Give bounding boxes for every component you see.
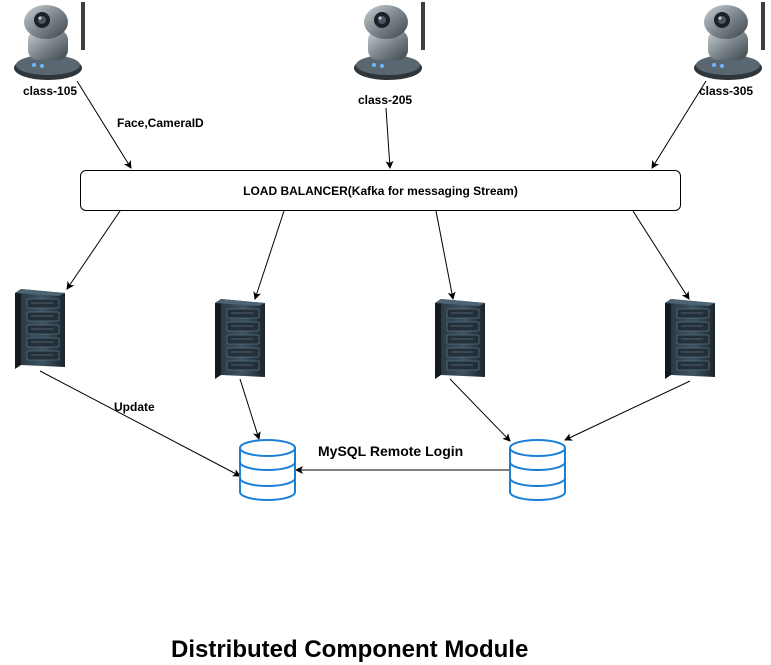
edge-label-mysql-remote-login: MySQL Remote Login <box>318 443 464 459</box>
databases-group <box>239 439 566 501</box>
edge-class205-to-lb <box>385 107 394 169</box>
edge-lb-to-server-2 <box>253 210 285 300</box>
edge-server2-to-db1 <box>239 378 261 440</box>
server-rack-icon <box>435 299 485 379</box>
edge-class105-to-lb <box>76 80 132 169</box>
server-rack-icon <box>665 299 715 379</box>
camera-label-class-205: class-205 <box>358 93 413 107</box>
camera-label-class-305: class-305 <box>699 84 754 98</box>
edge-lb-to-server-4 <box>632 210 690 300</box>
connectors <box>39 80 707 477</box>
ip-camera-icon <box>354 2 425 80</box>
ip-camera-icon <box>694 2 765 80</box>
edge-server4-to-db2 <box>564 380 691 441</box>
server-rack-icon <box>215 299 265 379</box>
diagram-title: Distributed Component Module <box>171 636 529 663</box>
cameras-group <box>14 2 765 80</box>
database-icon <box>239 439 296 501</box>
edge-server1-to-db1 <box>39 370 241 477</box>
load-balancer-label: LOAD BALANCER(Kafka for messaging Stream… <box>243 183 518 198</box>
ip-camera-icon <box>14 2 85 80</box>
database-icon <box>509 439 566 501</box>
edge-server3-to-db2 <box>449 378 511 442</box>
server-rack-icon <box>15 289 65 369</box>
camera-label-class-105: class-105 <box>23 84 78 98</box>
edge-label-update: Update <box>114 400 155 414</box>
servers-group <box>15 289 715 379</box>
edge-class305-to-lb <box>651 80 707 169</box>
edge-label-face-cameraid: Face,CameraID <box>117 116 204 130</box>
edge-lb-to-server-3 <box>435 210 456 300</box>
edge-lb-to-server-1 <box>66 210 121 290</box>
load-balancer-box: LOAD BALANCER(Kafka for messaging Stream… <box>80 170 681 211</box>
